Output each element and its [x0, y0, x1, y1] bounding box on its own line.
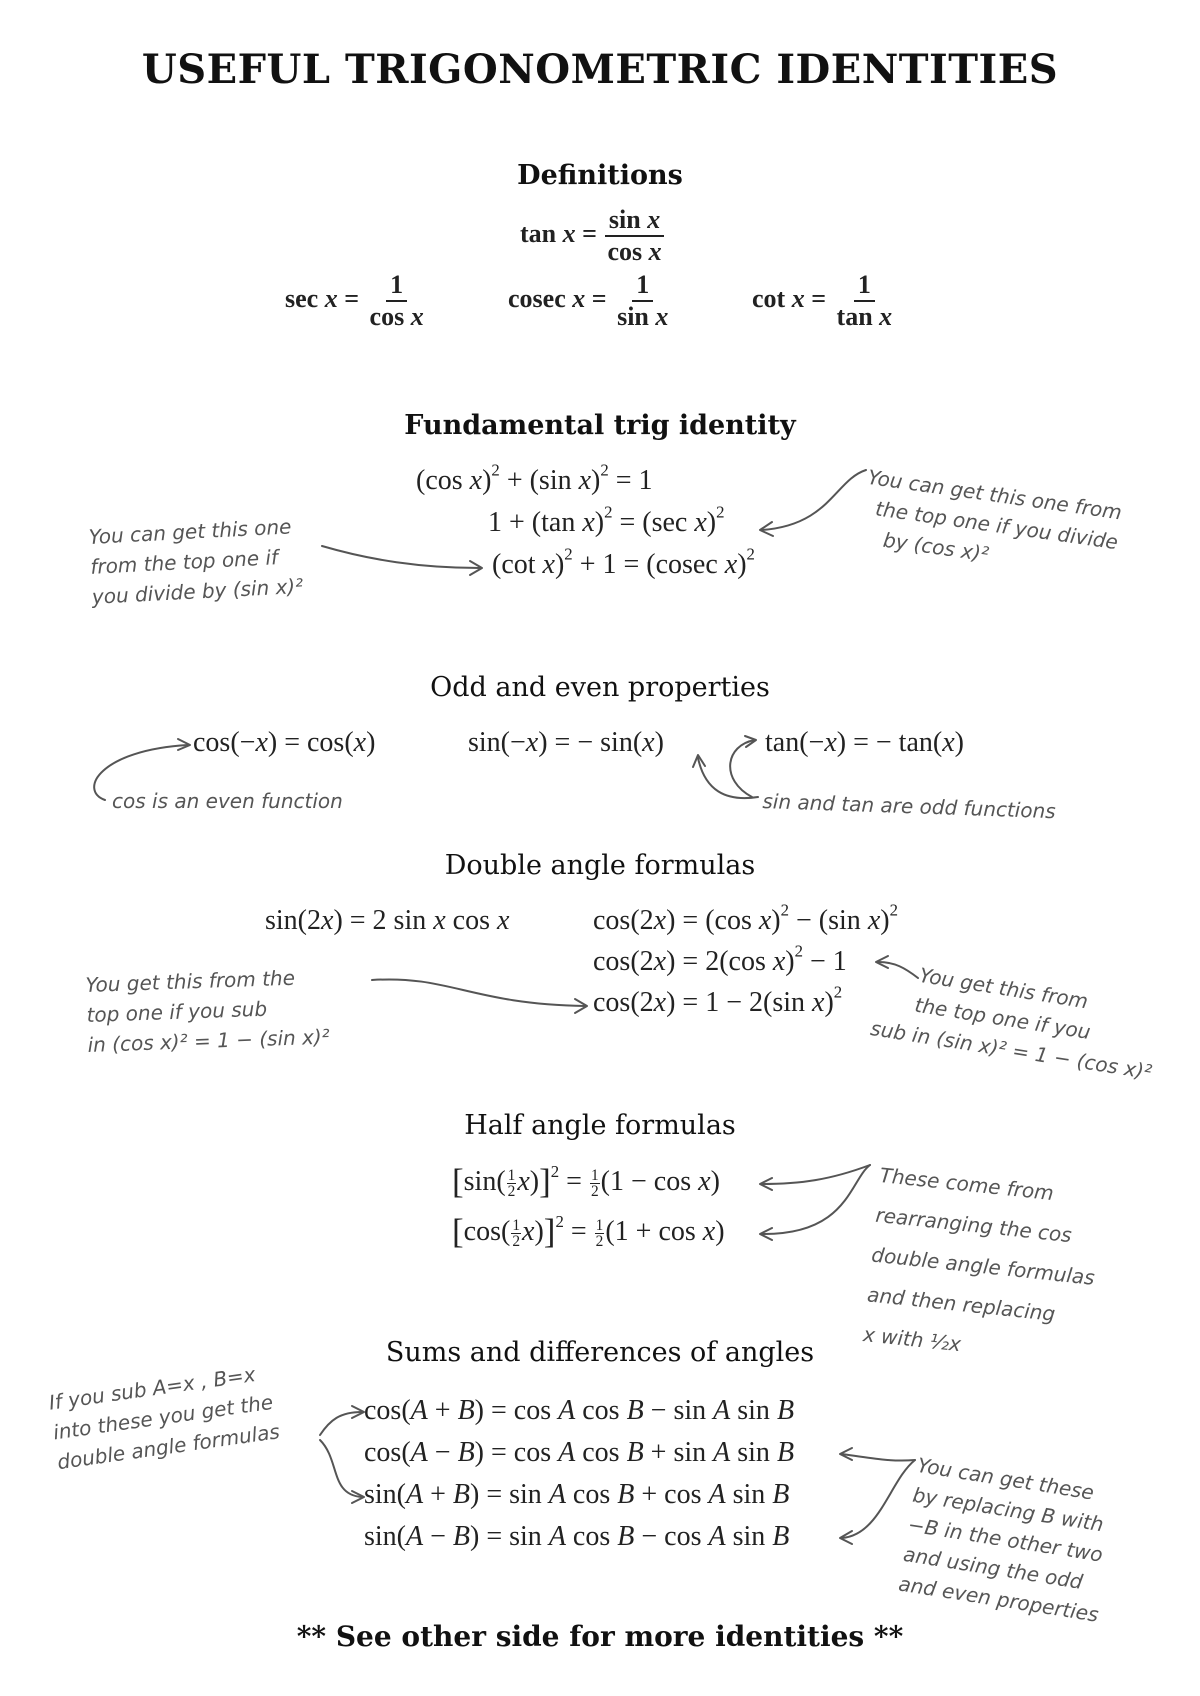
note-divide-by-sin: You can get this one from the top one if… [88, 514, 304, 609]
arrow-double-left [371, 978, 586, 1007]
arrow-sin-odd-head [692, 754, 706, 768]
arrow-fund-left-head [469, 560, 483, 576]
section-heading-definitions: Definitions [517, 160, 683, 191]
pythagorean-identity: (cos x)2 + (sin x)2 = 1 [416, 460, 653, 496]
section-heading-odd-even: Odd and even properties [430, 672, 770, 703]
arrow-sums-cos-head [351, 1405, 365, 1419]
note-sums-left: If you sub A=x , B=x into these you get … [47, 1361, 282, 1475]
arrow-half-sin [761, 1164, 871, 1185]
arrow-double-left-head [574, 998, 588, 1014]
arrow-sin-odd [697, 757, 759, 799]
page-title: USEFUL TRIGONOMETRIC IDENTITIES [141, 46, 1059, 93]
sin-sum: sin(A + B) = sin A cos B + cos A sin B [364, 1479, 790, 1510]
cot-cosec-identity: (cot x)2 + 1 = (cosec x)2 [492, 544, 755, 580]
arrow-double-right-head [875, 955, 889, 969]
arrow-sums-cos-diff [841, 1453, 916, 1462]
arrow-half-cos [761, 1164, 871, 1236]
note-sums-right: You can get these by replacing B with −B… [897, 1452, 1106, 1627]
tan-odd-identity: tan(−x) = − tan(x) [765, 727, 964, 758]
arrow-cos-even-head [177, 738, 191, 751]
arrow-tan-odd-head [744, 735, 757, 748]
section-heading-fundamental: Fundamental trig identity [404, 410, 796, 441]
section-heading-double-angle: Double angle formulas [444, 850, 756, 881]
cos-difference: cos(A − B) = cos A cos B + sin A sin B [364, 1437, 795, 1468]
arrow-fund-right-head [759, 521, 774, 537]
arrow-sums-cos [319, 1411, 363, 1436]
note-double-left: You get this from the top one if you sub… [85, 965, 331, 1057]
sin-double-angle: sin(2x) = 2 sin x cos x [265, 905, 510, 936]
cos-double-angle-3: cos(2x) = 1 − 2(sin x)2 [593, 982, 843, 1018]
section-heading-sums: Sums and differences of angles [385, 1337, 815, 1368]
note-sin-tan-odd: sin and tan are odd functions [762, 788, 1057, 824]
note-divide-by-cos: You can get this one from the top one if… [866, 464, 1124, 567]
arrow-sums-sin-head [351, 1490, 365, 1504]
arrow-sums-cos-diff-head [839, 1447, 853, 1461]
note-double-right: You get this from the top one if you sub… [868, 962, 1154, 1085]
arrow-double-right [877, 961, 919, 979]
cos-sum: cos(A + B) = cos A cos B − sin A sin B [364, 1395, 795, 1426]
cos-double-angle-2: cos(2x) = 2(cos x)2 − 1 [593, 941, 847, 977]
sin-difference: sin(A − B) = sin A cos B − cos A sin B [364, 1521, 790, 1552]
cos-double-angle-1: cos(2x) = (cos x)2 − (sin x)2 [593, 900, 898, 936]
arrow-sums-sin [319, 1439, 363, 1498]
arrow-half-cos-head [759, 1227, 773, 1241]
arrow-sums-sin-diff [841, 1459, 916, 1539]
arrow-fund-left [321, 545, 481, 569]
cos-even-identity: cos(−x) = cos(x) [193, 727, 376, 758]
tan-sec-identity: 1 + (tan x)2 = (sec x)2 [488, 502, 725, 538]
section-heading-half-angle: Half angle formulas [464, 1110, 736, 1141]
note-cos-even: cos is an even function [112, 789, 343, 813]
footer-note: ** See other side for more identities ** [296, 1620, 904, 1653]
arrow-half-sin-head [759, 1177, 773, 1191]
arrow-sums-sin-diff-head [839, 1530, 853, 1545]
arrow-fund-right [761, 469, 867, 531]
arrow-tan-odd [729, 739, 756, 798]
sin-odd-identity: sin(−x) = − sin(x) [468, 727, 664, 758]
